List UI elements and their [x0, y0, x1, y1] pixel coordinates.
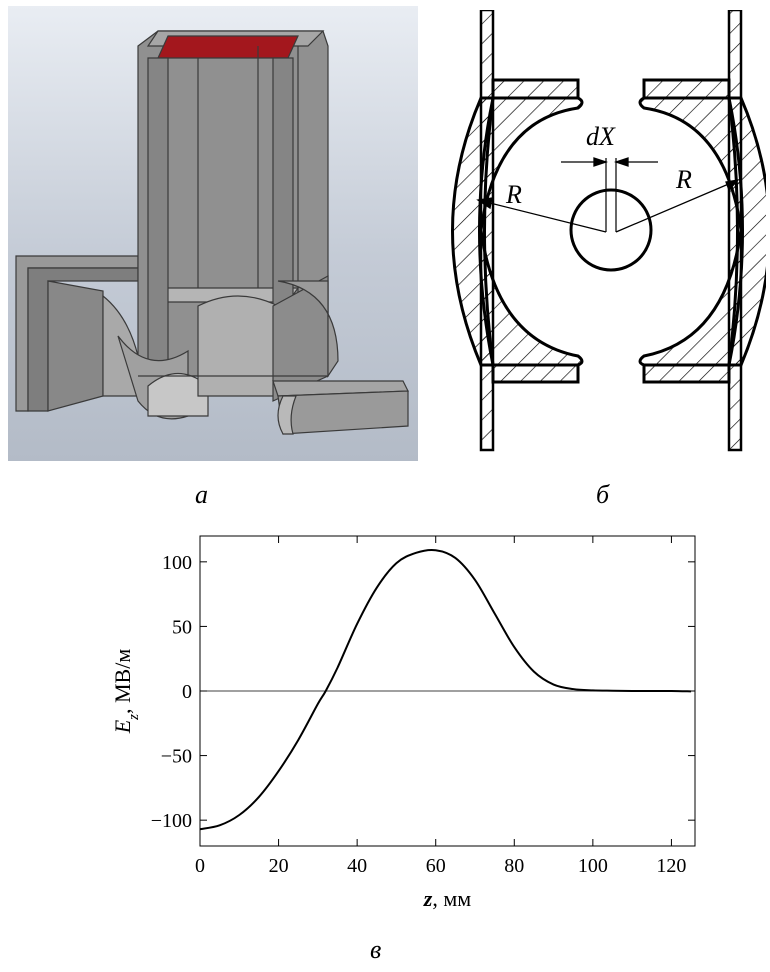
- x-tick-label: 0: [195, 855, 205, 877]
- y-tick-label: 100: [162, 552, 192, 574]
- x-tick-label: 20: [269, 855, 289, 877]
- y-axis-var: E: [110, 719, 135, 734]
- x-tick-label: 80: [504, 855, 524, 877]
- y-tick-label: −100: [151, 810, 192, 832]
- x-axis-unit: , мм: [432, 886, 471, 911]
- y-axis-label: Ez, МВ/м: [110, 649, 142, 735]
- dx-label: dX: [586, 122, 616, 151]
- x-tick-label: 100: [578, 855, 608, 877]
- cross-section-drawing: dX R R: [451, 8, 770, 452]
- y-axis-sub: z: [126, 714, 142, 721]
- y-tick-label: −50: [161, 746, 192, 768]
- caption-a: а: [195, 480, 208, 509]
- cavity-cross-section: dX R R: [436, 8, 770, 455]
- caption-v: в: [370, 935, 382, 964]
- y-tick-label: 0: [182, 681, 192, 703]
- y-axis-unit: , МВ/м: [110, 649, 135, 714]
- r-right-label: R: [675, 165, 692, 194]
- series-line: [199, 548, 692, 831]
- y-tick-label: 50: [172, 616, 192, 638]
- x-tick-label: 60: [426, 855, 446, 877]
- top-port: [157, 35, 299, 59]
- x-axis-var: z: [423, 886, 433, 911]
- x-tick-label: 40: [347, 855, 367, 877]
- drift-tube-aperture: [569, 188, 653, 272]
- caption-b: б: [596, 480, 610, 509]
- x-tick-label: 120: [656, 855, 686, 877]
- x-axis-label: z, мм: [423, 886, 471, 911]
- r-left-label: R: [505, 180, 522, 209]
- cavity-3d-drawing: [15, 30, 409, 435]
- cavity-3d-model: [8, 6, 418, 461]
